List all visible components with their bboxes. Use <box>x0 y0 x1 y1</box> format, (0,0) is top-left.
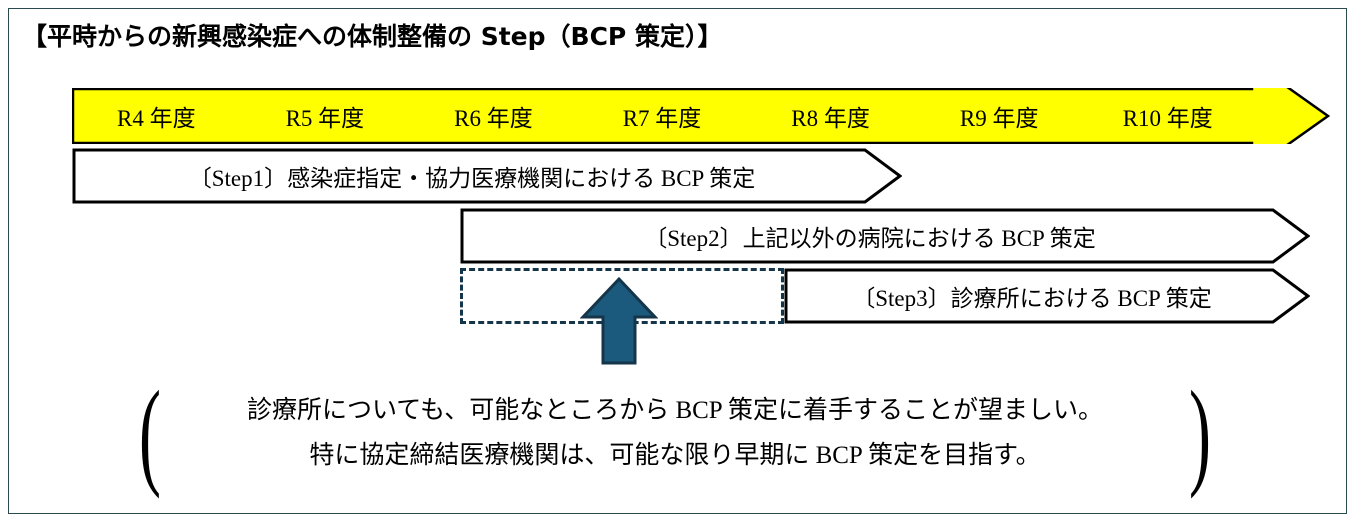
step3-arrow-bar <box>784 268 1310 324</box>
year-label-r10: R10 年度 <box>1122 106 1213 131</box>
step2-label: 〔Step2〕上記以外の病院における BCP 策定 <box>644 226 1096 251</box>
note-line-2: 特に協定締結医療機関は、可能な限り早期に BCP 策定を目指す。 <box>309 442 1041 469</box>
step1-arrow-bar <box>72 148 902 204</box>
page-title: 【平時からの新興感染症への体制整備の Step（BCP 策定）】 <box>22 22 723 51</box>
step3-label: 〔Step3〕診療所における BCP 策定 <box>852 286 1212 311</box>
year-label-r4: R4 年度 <box>116 106 196 131</box>
year-label-r6: R6 年度 <box>454 106 533 131</box>
timeline-year-arrow <box>72 88 1330 144</box>
step2-arrow-bar <box>460 208 1310 264</box>
year-label-r5: R5 年度 <box>285 106 365 131</box>
year-label-r8: R8 年度 <box>791 106 870 131</box>
year-label-r9: R9 年度 <box>959 106 1039 131</box>
timeline-year-labels: R4 年度 R5 年度 R6 年度 R7 年度 R8 年度 R9 年度 R10 … <box>72 88 1252 144</box>
note-lines: 診療所についても、可能なところから BCP 策定に着手することが望ましい。 特に… <box>170 388 1180 478</box>
year-label-r7: R7 年度 <box>622 106 702 131</box>
note-line-1: 診療所についても、可能なところから BCP 策定に着手することが望ましい。 <box>246 397 1104 424</box>
blue-up-arrow-icon <box>580 276 658 366</box>
step1-label: 〔Step1〕感染症指定・協力医療機関における BCP 策定 <box>188 166 756 191</box>
note-box: ( 診療所についても、可能なところから BCP 策定に着手することが望ましい。 … <box>138 366 1212 499</box>
